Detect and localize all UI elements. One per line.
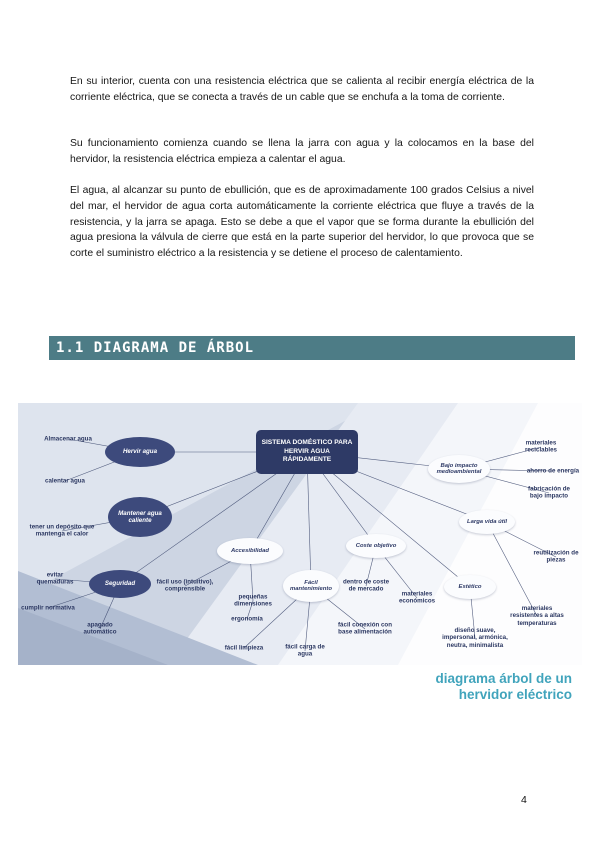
diagram-node-bajo-impacto: Bajo impacto medioambiental <box>428 455 490 483</box>
diagram-caption: diagrama árbol de un hervidor eléctrico <box>435 671 572 702</box>
diagram-leaf-facil-uso: fácil uso (intuitivo), comprensible <box>156 578 214 593</box>
section-heading-bar: 1.1 DIAGRAMA DE ÁRBOL <box>49 336 575 360</box>
paragraph-funcionamiento: Su funcionamiento comienza cuando se lle… <box>70 138 534 165</box>
diagram-leaf-materiales-reciclables: materiales reciclables <box>525 439 557 454</box>
diagram-leaf-ahorro-energia: ahorro de energía <box>526 467 580 475</box>
diagram-node-estetico: Estético <box>444 575 496 599</box>
diagram-node-hervir-agua: Hervir agua <box>105 437 175 467</box>
diagram-leaf-ergonomia: ergonomía <box>231 615 263 623</box>
diagram-leaf-facil-limpieza: fácil limpieza <box>224 644 264 652</box>
diagram-node-seguridad: Seguridad <box>89 570 151 598</box>
diagram-leaf-reutilizacion-piezas: reutilización de piezas <box>533 549 579 564</box>
diagram-leaf-calentar-agua: calentar agua <box>45 477 85 485</box>
diagram-node-central: SISTEMA DOMÉSTICO PARA HERVIR AGUA RÁPID… <box>256 430 358 474</box>
diagram-leaf-deposito: tener un depósito que mantenga el calor <box>29 523 95 538</box>
diagram-node-accesibilidad: Accesibilidad <box>217 538 283 564</box>
diagram-node-coste-objetivo: Coste objetivo <box>346 534 406 558</box>
diagram-leaf-apagado-automatico: apagado automático <box>83 621 117 636</box>
diagram-leaf-dentro-coste: dentro de coste de mercado <box>342 578 390 593</box>
diagram-leaf-diseno-suave: diseño suave, impersonal, armónica, neut… <box>442 626 508 649</box>
diagram-leaf-facil-carga: fácil carga de agua <box>285 643 325 658</box>
section-heading-label: 1.1 DIAGRAMA DE ÁRBOL <box>56 340 255 356</box>
diagram-node-mantener-agua: Mantener agua caliente <box>108 497 172 537</box>
diagram-leaf-facil-conexion: fácil conexión con base alimentación <box>338 621 392 636</box>
tree-diagram: SISTEMA DOMÉSTICO PARA HERVIR AGUA RÁPID… <box>18 403 582 665</box>
diagram-node-larga-vida: Larga vida útil <box>459 510 515 534</box>
paragraph-interior: En su interior, cuenta con una resistenc… <box>70 76 534 103</box>
diagram-leaf-pequenas-dimensiones: pequeñas dimensiones <box>234 593 272 608</box>
diagram-leaf-cumplir-normativa: cumplir normativa <box>21 604 75 612</box>
paragraph-ebullicion: El agua, al alcanzar su punto de ebullic… <box>70 185 534 259</box>
page-number: 4 <box>521 794 527 806</box>
diagram-node-facil-mantenimiento: Fácil mantenimiento <box>283 570 339 602</box>
diagram-leaf-evitar-quemaduras: evitar quemaduras <box>36 571 74 586</box>
diagram-leaf-materiales-resistentes: materiales resistentes a altas temperatu… <box>510 604 564 627</box>
diagram-leaf-fabricacion-bajo-impacto: fabricación de bajo impacto <box>528 485 570 500</box>
diagram-leaf-almacenar-agua: Almacenar agua <box>44 435 92 443</box>
diagram-leaf-materiales-economicos: materiales económicos <box>398 590 436 605</box>
